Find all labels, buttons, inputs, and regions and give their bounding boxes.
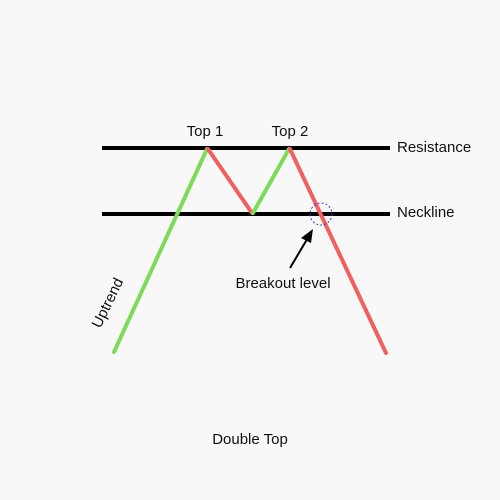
neckline-label: Neckline bbox=[397, 204, 455, 221]
breakout-arrowhead bbox=[301, 229, 313, 243]
uptrend-segment bbox=[112, 147, 209, 354]
resistance-label: Resistance bbox=[397, 139, 471, 156]
rally-segment bbox=[251, 147, 291, 215]
breakout-arrow bbox=[289, 235, 310, 269]
breakout-marker-circle bbox=[309, 202, 333, 226]
breakout-label: Breakout level bbox=[235, 275, 330, 292]
top1-label: Top 1 bbox=[187, 123, 224, 140]
decline-segment bbox=[288, 147, 388, 355]
top2-label: Top 2 bbox=[272, 123, 309, 140]
pullback-segment bbox=[206, 147, 254, 215]
uptrend-label: Uptrend bbox=[89, 275, 128, 330]
diagram-title: Double Top bbox=[212, 431, 288, 448]
